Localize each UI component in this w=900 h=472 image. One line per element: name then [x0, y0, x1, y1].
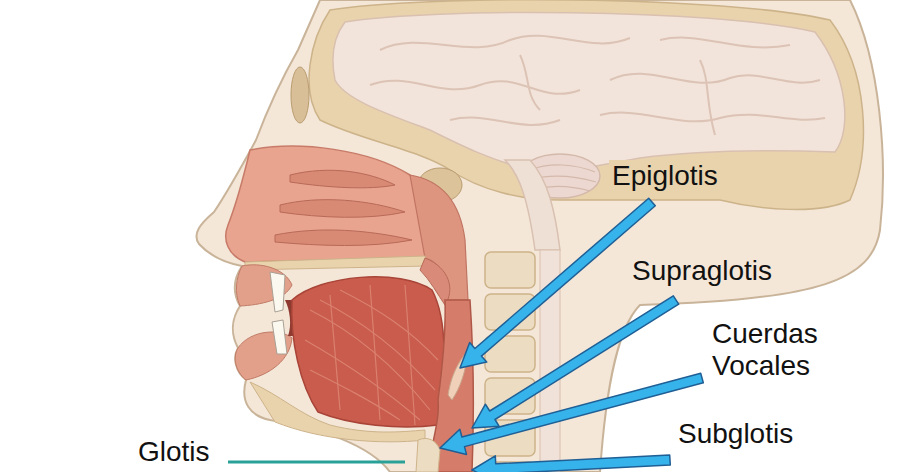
- tongue: [292, 277, 444, 427]
- leader-arrow: [472, 455, 670, 472]
- brainstem: [505, 160, 560, 250]
- leader-arrow: [440, 373, 703, 454]
- upper-tooth: [270, 272, 285, 312]
- nasal-turbinates: [275, 170, 412, 245]
- frontal-sinus: [291, 67, 309, 123]
- larynx-cartilage: [416, 438, 440, 472]
- leader-arrow: [460, 198, 655, 368]
- leader-line: [228, 461, 405, 464]
- part-label: Subglotis: [675, 418, 796, 450]
- nasal-cavity: [226, 146, 427, 262]
- tongue-fibers: [305, 285, 438, 425]
- brain-gyri: [370, 36, 825, 135]
- brain: [333, 13, 845, 172]
- mandible: [250, 382, 425, 442]
- part-label: Supraglotis: [629, 255, 775, 287]
- head-outline: [196, 0, 882, 472]
- part-label: Cuerdas Vocales: [709, 318, 865, 382]
- lower-tooth: [272, 320, 287, 354]
- part-label: Glotis: [135, 436, 213, 468]
- leader-group: [440, 198, 703, 472]
- part-label: Epiglotis: [609, 160, 721, 192]
